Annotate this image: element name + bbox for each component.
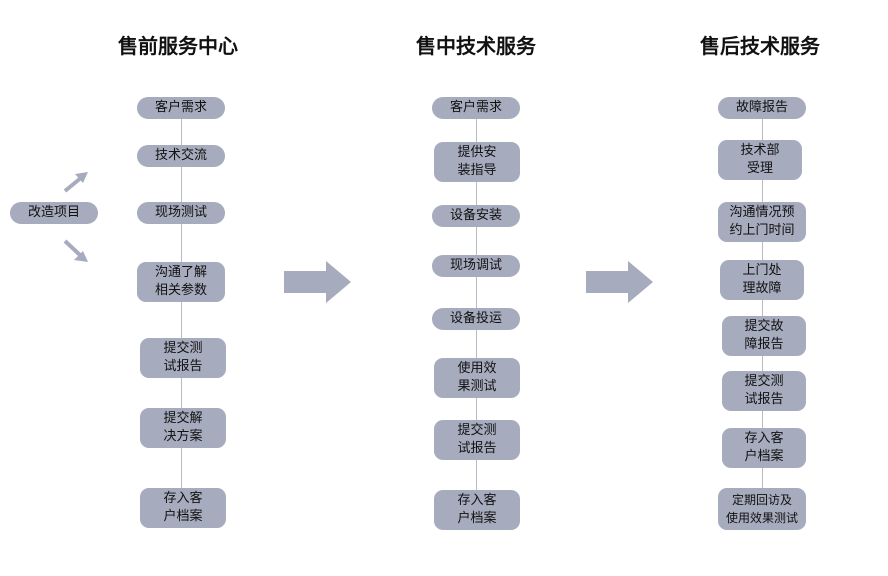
insales-step-2: 提供安 装指导 [434, 142, 520, 182]
big-arrow-right-icon [284, 261, 351, 303]
presales-step-1: 客户需求 [137, 97, 225, 119]
presales-step-5: 提交测 试报告 [140, 338, 226, 378]
column-title-insales: 售中技术服务 [416, 34, 536, 58]
aftersales-step-1: 故障报告 [718, 97, 806, 119]
insales-step-3: 设备安装 [432, 205, 520, 227]
presales-step-6: 提交解 决方案 [140, 408, 226, 448]
aftersales-step-3: 沟通情况预 约上门时间 [718, 202, 806, 242]
insales-step-4: 现场调试 [432, 255, 520, 277]
insales-step-7: 提交测 试报告 [434, 420, 520, 460]
insales-step-1: 客户需求 [432, 97, 520, 119]
aftersales-step-6: 提交测 试报告 [722, 371, 806, 411]
presales-step-7: 存入客 户档案 [140, 488, 226, 528]
aftersales-step-7: 存入客 户档案 [722, 428, 806, 468]
presales-flow-line [181, 118, 182, 498]
renovation-project-node: 改造项目 [10, 202, 98, 224]
insales-step-5: 设备投运 [432, 308, 520, 330]
insales-step-6: 使用效 果测试 [434, 358, 520, 398]
big-arrow-right-icon-2 [586, 261, 653, 303]
aftersales-step-8: 定期回访及 使用效果测试 [718, 488, 806, 530]
column-title-aftersales: 售后技术服务 [700, 34, 820, 58]
aftersales-step-2: 技术部 受理 [718, 140, 802, 180]
presales-step-3: 现场测试 [137, 202, 225, 224]
insales-step-8: 存入客 户档案 [434, 490, 520, 530]
aftersales-flow-line [762, 118, 763, 498]
column-title-presales: 售前服务中心 [118, 34, 238, 58]
aftersales-step-4: 上门处 理故障 [720, 260, 804, 300]
aftersales-step-5: 提交故 障报告 [722, 316, 806, 356]
small-arrow-up-right-icon [63, 172, 88, 193]
presales-step-2: 技术交流 [137, 145, 225, 167]
presales-step-4: 沟通了解 相关参数 [137, 262, 225, 302]
small-arrow-down-right-icon [63, 239, 88, 262]
